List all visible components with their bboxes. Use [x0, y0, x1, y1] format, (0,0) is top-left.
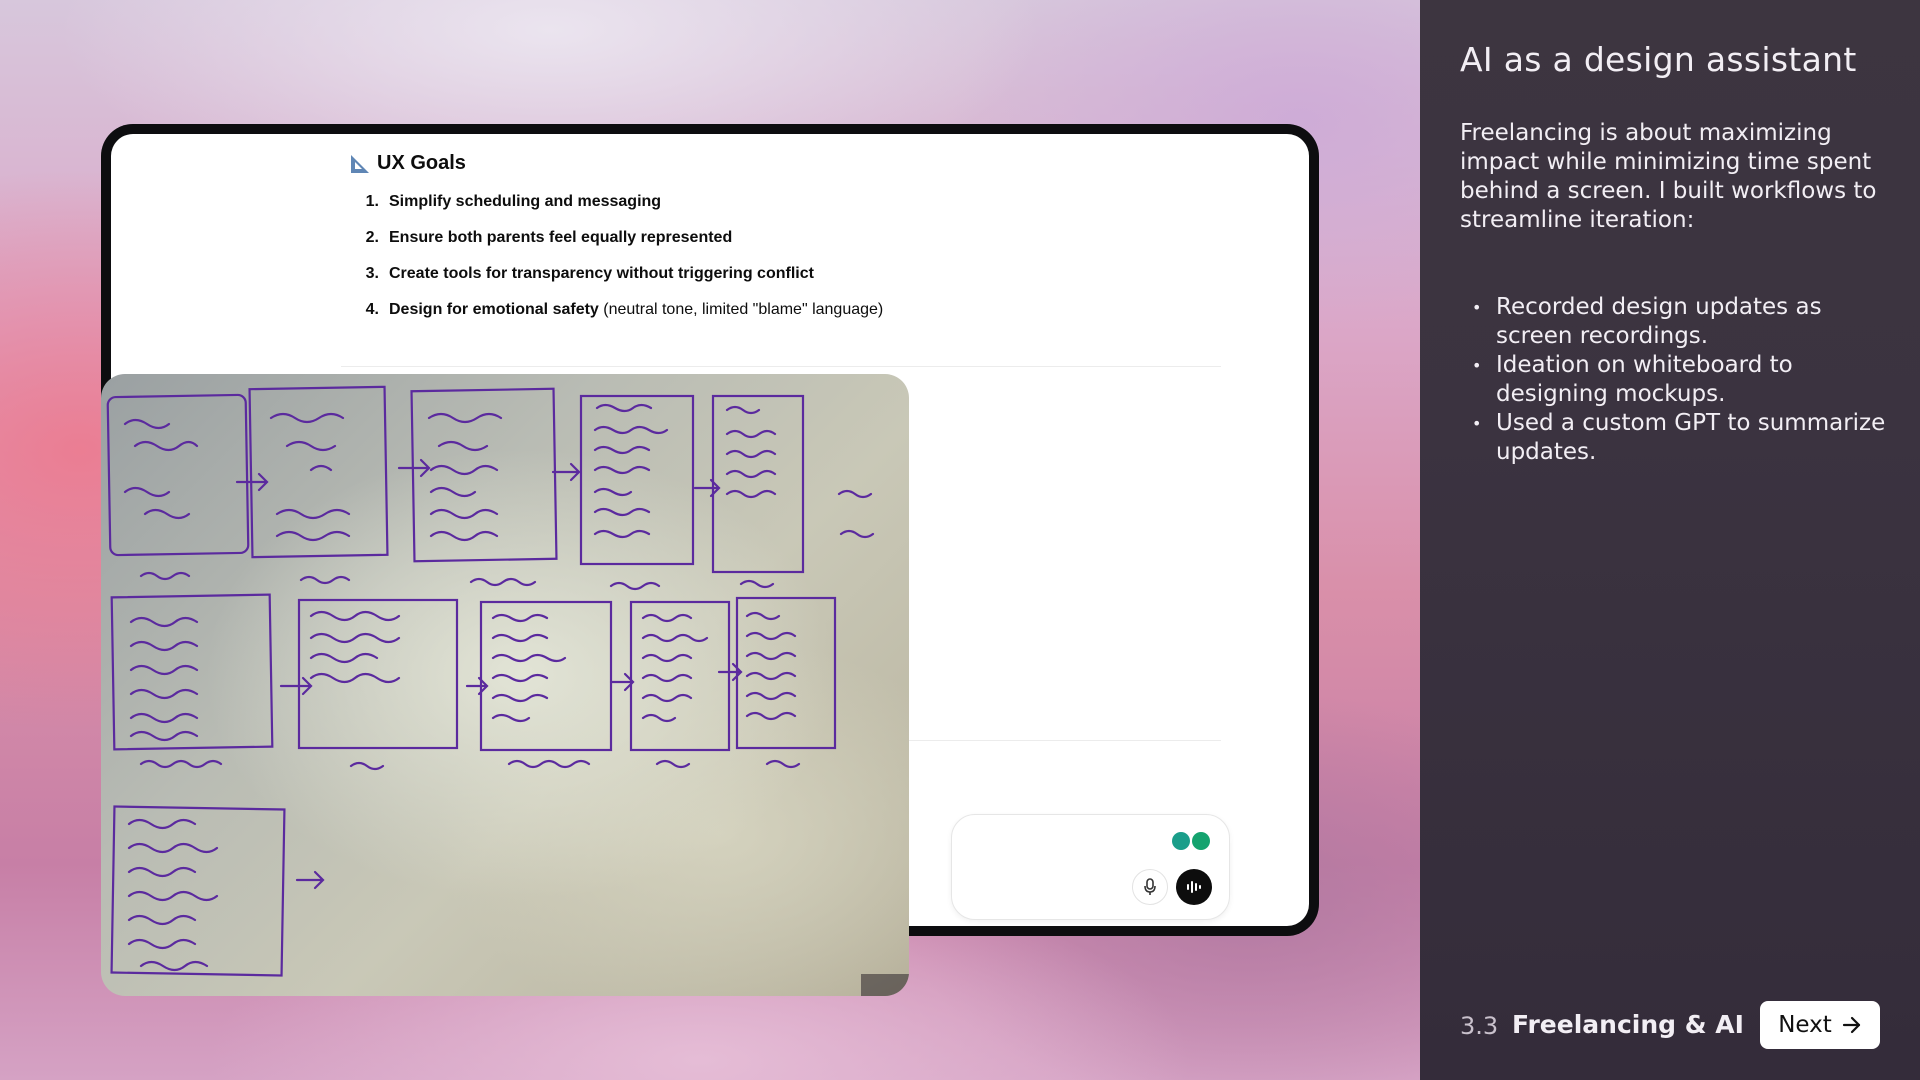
list-item: Recorded design updates as screen record… [1460, 293, 1900, 351]
goal-text: Design for emotional safety [389, 301, 599, 318]
goal-note: (neutral tone, limited "blame" language) [598, 301, 884, 318]
bullet-list: Recorded design updates as screen record… [1460, 293, 1900, 467]
goal-number: 3. [365, 265, 379, 282]
goal-number: 1. [365, 193, 379, 210]
section-title: Freelancing & AI [1512, 1010, 1744, 1039]
list-item: 1. Simplify scheduling and messaging [349, 184, 883, 220]
voice-mode-button[interactable] [1176, 869, 1212, 905]
divider [341, 366, 1221, 367]
grammarly-icon[interactable] [1192, 832, 1210, 850]
list-item: Used a custom GPT to summarize updates. [1460, 409, 1900, 467]
next-label: Next [1778, 1012, 1832, 1038]
list-item: 2. Ensure both parents feel equally repre… [349, 220, 883, 256]
whiteboard-photo [101, 374, 909, 996]
goal-text: Simplify scheduling and messaging [389, 193, 662, 210]
list-item: 4. Design for emotional safety (neutral t… [349, 292, 884, 328]
chat-composer[interactable] [951, 814, 1230, 920]
ux-goals-heading: UX Goals [349, 152, 466, 175]
list-item: Ideation on whiteboard to designing mock… [1460, 351, 1900, 409]
triangular-ruler-icon [351, 154, 369, 173]
list-item: 3. Create tools for transparency without … [349, 256, 883, 292]
ux-goals-title: UX Goals [377, 152, 466, 174]
panel-title: AI as a design assistant [1460, 40, 1857, 79]
panel-intro: Freelancing is about maximizing impact w… [1460, 120, 1877, 233]
goal-number: 4. [365, 301, 379, 318]
section-number: 3.3 [1460, 1012, 1499, 1040]
goal-text: Ensure both parents feel equally represe… [389, 229, 733, 246]
voice-mode-icon [1187, 881, 1201, 893]
next-button[interactable]: Next [1760, 1001, 1880, 1049]
arrow-right-icon [1842, 1016, 1860, 1034]
microphone-icon [1144, 878, 1156, 895]
goal-number: 2. [365, 229, 379, 246]
extension-icon[interactable] [1172, 832, 1190, 850]
whiteboard-sketch [106, 385, 909, 996]
side-panel: AI as a design assistant Freelancing is … [1420, 0, 1920, 1080]
microphone-button[interactable] [1132, 869, 1168, 905]
goal-text: Create tools for transparency without tr… [389, 265, 814, 282]
goals-list: 1. Simplify scheduling and messaging 2. En… [349, 184, 884, 328]
